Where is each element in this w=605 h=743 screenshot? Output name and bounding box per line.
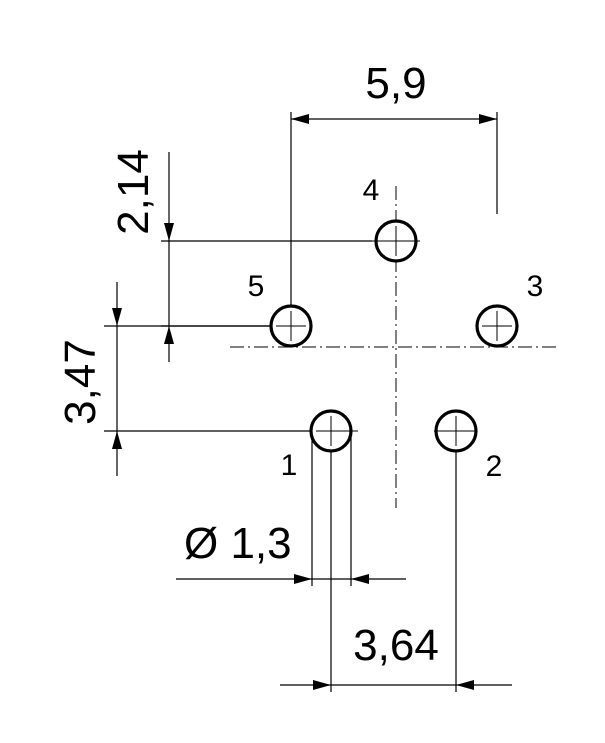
dimension-diameter-1-3: Ø 1,3 (176, 437, 406, 586)
pin-hole-3 (475, 304, 519, 348)
pin-label-1: 1 (281, 449, 298, 482)
dimension-3-47: 3,47 (56, 282, 310, 476)
dimension-2-14: 2,14 (109, 149, 372, 362)
dimension-label-3-47: 3,47 (56, 339, 105, 425)
pin-label-4: 4 (363, 174, 380, 207)
dimension-5-9: 5,9 (290, 59, 498, 326)
dimension-label-3-64: 3,64 (353, 621, 439, 670)
pin-label-3: 3 (527, 270, 544, 303)
dimension-label-2-14: 2,14 (109, 149, 158, 235)
pin-label-5: 5 (248, 270, 265, 303)
pin-hole-2 (434, 409, 478, 453)
pin-hole-4 (372, 219, 420, 263)
dimension-3-64: 3,64 (280, 452, 512, 692)
pin-hole-5 (269, 304, 313, 348)
dimension-label-diameter: Ø 1,3 (184, 519, 292, 568)
pin-label-2: 2 (486, 450, 503, 483)
dimension-label-5-9: 5,9 (365, 59, 426, 108)
pin-hole-1 (309, 409, 358, 453)
